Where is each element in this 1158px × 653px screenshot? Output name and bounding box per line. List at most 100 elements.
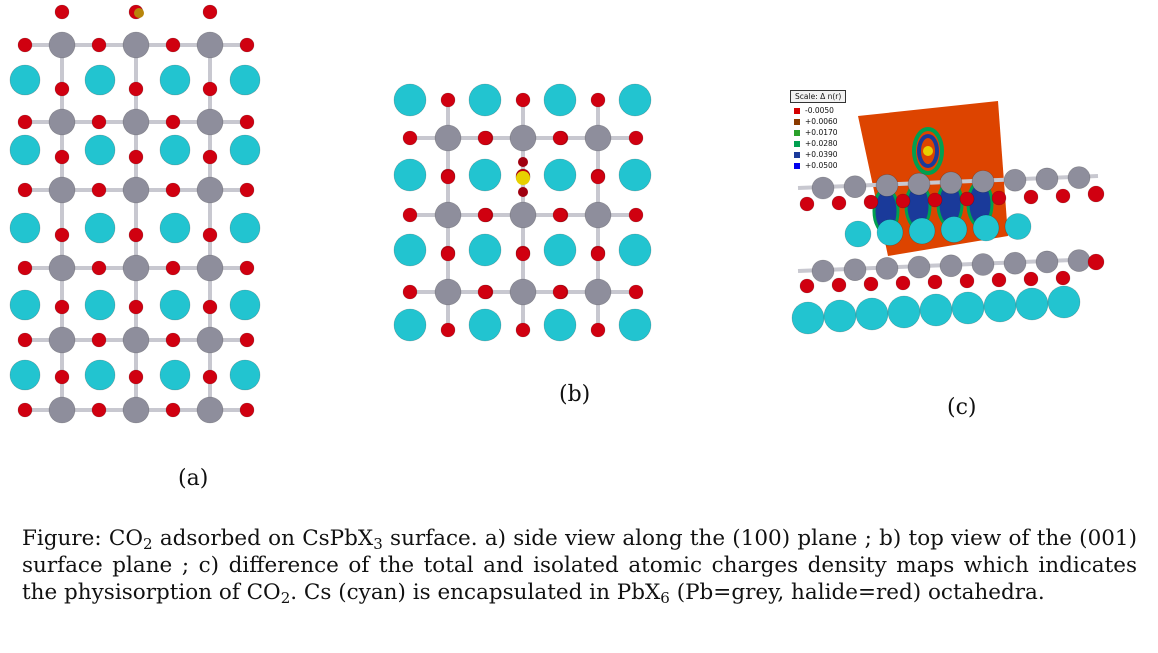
cs-atom bbox=[908, 217, 936, 245]
caption-subscript: 3 bbox=[373, 534, 383, 553]
halide-atom bbox=[1087, 185, 1105, 203]
pb-atom bbox=[509, 278, 537, 306]
cs-atom bbox=[618, 158, 652, 192]
cs-atom bbox=[393, 308, 427, 342]
caption-text: (Pb=grey, halide=red) octahedra. bbox=[669, 580, 1045, 605]
halide-atom bbox=[799, 196, 815, 212]
cs-atom bbox=[84, 64, 116, 96]
halide-atom bbox=[128, 81, 144, 97]
cs-atom bbox=[543, 158, 577, 192]
pb-atom bbox=[48, 326, 76, 354]
halide-atom bbox=[165, 332, 181, 348]
caption-text: adsorbed on CsPbX bbox=[152, 526, 374, 551]
cs-atom bbox=[1004, 213, 1032, 240]
cs-atom bbox=[940, 216, 968, 243]
halide-atom bbox=[239, 37, 255, 53]
cs-atom bbox=[1015, 287, 1049, 321]
cs-atom bbox=[9, 289, 41, 321]
halide-atom bbox=[54, 149, 70, 165]
legend-item: +0.0060 bbox=[790, 116, 870, 127]
halide-atom bbox=[895, 275, 911, 291]
cs-atom bbox=[468, 83, 502, 117]
cs-atom bbox=[159, 212, 191, 244]
bonds bbox=[25, 43, 248, 412]
legend-item: +0.0280 bbox=[790, 138, 870, 149]
cs-atom bbox=[229, 359, 261, 391]
halide-atom bbox=[202, 369, 218, 385]
cs-atom bbox=[468, 233, 502, 267]
halide-atom bbox=[440, 246, 456, 262]
pb-atom bbox=[48, 108, 76, 136]
halide-atom bbox=[799, 278, 815, 294]
halide-atom bbox=[91, 260, 107, 276]
halide-atom bbox=[17, 182, 33, 198]
cs-atom bbox=[159, 64, 191, 96]
legend-swatch bbox=[794, 107, 800, 114]
pb-atom bbox=[1067, 166, 1091, 189]
halide-atom bbox=[54, 4, 70, 20]
pb-atom bbox=[509, 201, 537, 229]
halide-atom bbox=[17, 37, 33, 53]
pb-atom bbox=[584, 124, 612, 152]
halide-atoms bbox=[799, 185, 1105, 294]
legend-value: -0.0050 bbox=[805, 106, 834, 115]
panel-a-side-view bbox=[9, 4, 261, 424]
pb-atom bbox=[584, 278, 612, 306]
halide-atom bbox=[17, 332, 33, 348]
halide-atom bbox=[54, 369, 70, 385]
pb-atom bbox=[122, 108, 150, 136]
cs-atom bbox=[468, 308, 502, 342]
caption-text: Figure: CO bbox=[22, 526, 143, 551]
halide-atom bbox=[863, 194, 879, 210]
cs-atom bbox=[543, 233, 577, 267]
legend-value: +0.0500 bbox=[805, 161, 838, 170]
pb-atom bbox=[811, 176, 835, 200]
halide-atom bbox=[590, 322, 606, 338]
halide-atom bbox=[831, 277, 847, 293]
halide-atom bbox=[590, 169, 606, 185]
caption-subscript: 2 bbox=[280, 588, 291, 607]
halide-atom bbox=[515, 92, 531, 108]
cs-atom bbox=[855, 297, 889, 331]
cs-atom bbox=[84, 212, 116, 244]
pb-atom bbox=[811, 259, 835, 283]
pb-atom bbox=[1035, 167, 1059, 191]
pb-atom bbox=[48, 31, 76, 59]
cs-atom bbox=[393, 233, 427, 267]
pb-atom bbox=[1003, 168, 1027, 192]
legend-value: +0.0390 bbox=[805, 150, 838, 159]
halide-atom bbox=[91, 332, 107, 348]
panel-b-label: (b) bbox=[559, 382, 591, 407]
halide-atom bbox=[17, 114, 33, 130]
pb-atom bbox=[196, 176, 224, 204]
pb-atom bbox=[907, 172, 931, 196]
halide-atom bbox=[477, 130, 493, 146]
panel-a-label: (a) bbox=[178, 466, 209, 491]
halide-atom bbox=[628, 207, 644, 223]
halide-atom bbox=[1023, 271, 1039, 287]
pb-atom bbox=[48, 176, 76, 204]
halide-atom bbox=[991, 272, 1007, 288]
halide-atom bbox=[239, 182, 255, 198]
pb-atom bbox=[434, 201, 462, 229]
pb-atom bbox=[1003, 251, 1027, 275]
halide-atom bbox=[1055, 270, 1071, 286]
halide-atom bbox=[895, 193, 911, 209]
halide-atom bbox=[402, 130, 418, 146]
halide-atom bbox=[515, 322, 531, 338]
halide-atom bbox=[552, 130, 568, 146]
co2-molecule bbox=[134, 8, 144, 18]
halide-atom bbox=[91, 37, 107, 53]
legend-swatch bbox=[794, 162, 800, 169]
halide-atom bbox=[590, 246, 606, 262]
cs-atom bbox=[229, 212, 261, 244]
cs-atom bbox=[84, 359, 116, 391]
cs-atom bbox=[393, 83, 427, 117]
halide-atom bbox=[552, 284, 568, 300]
pb-atom bbox=[122, 31, 150, 59]
pb-atom bbox=[434, 278, 462, 306]
cs-atom bbox=[159, 289, 191, 321]
halide-atom bbox=[863, 276, 879, 292]
cs-atom bbox=[229, 64, 261, 96]
pb-atom bbox=[509, 124, 537, 152]
